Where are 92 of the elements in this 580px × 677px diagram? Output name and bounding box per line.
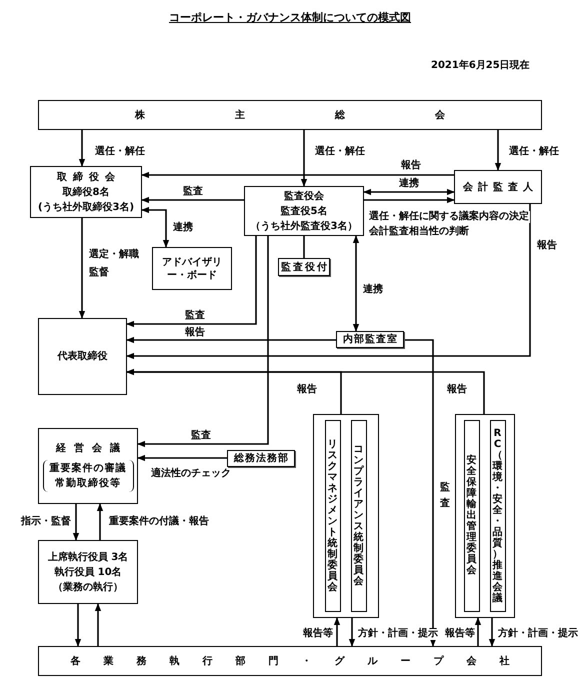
arrow: [96, 503, 104, 540]
org-box: [38, 428, 138, 504]
edge-label: 報告: [536, 240, 558, 252]
org-box: [454, 170, 542, 204]
org-box: [227, 450, 295, 467]
edge-label: 報告: [446, 384, 468, 396]
edge-label: 選任・解任: [314, 146, 366, 158]
arrow: [141, 206, 170, 248]
box-title: 上席執行役員 3名: [48, 550, 128, 564]
committee-box: [490, 420, 506, 612]
arrow: [126, 368, 485, 414]
arrow: [126, 336, 336, 344]
arrow: [141, 172, 454, 178]
committee-box: [464, 420, 480, 612]
group-frame: [455, 414, 515, 618]
arrow: [74, 604, 82, 647]
edge-label: 連携: [172, 222, 194, 234]
edge-label: 報告等: [302, 628, 334, 640]
arrow: [300, 130, 308, 187]
arrow: [78, 130, 86, 167]
arrow: [334, 617, 340, 646]
org-box: [336, 331, 404, 348]
box-title: RC（環境・安全・品質）推進会議: [492, 428, 502, 604]
box-title: 内部監査室: [342, 332, 398, 347]
edge-label: 方針・計画・提示: [357, 628, 439, 640]
org-box: [38, 100, 542, 130]
edge-label: 連携: [362, 284, 384, 296]
connector-line: [303, 236, 305, 258]
edge-label: 報告: [184, 327, 206, 339]
arrow: [126, 204, 531, 360]
edge-label: 監査: [182, 186, 204, 198]
date-note: 2021年6月25日現在: [430, 60, 531, 72]
org-box: [38, 540, 138, 604]
committee-box: [350, 420, 366, 612]
box-title: リスクマネジメント統制委員会: [328, 438, 338, 592]
edge-label: 監査: [190, 430, 212, 442]
edge-label: 監査: [184, 310, 206, 322]
arrow: [364, 196, 455, 204]
edge-label: 選任・解任: [94, 146, 146, 158]
box-text: （業務の執行）: [53, 580, 123, 594]
box-text: 執行役員 10名: [54, 566, 122, 580]
edge-label: 報告: [296, 384, 318, 396]
box-title: 会計監査人: [462, 180, 538, 194]
box-title: 総務法務部: [233, 452, 289, 466]
box-text: 取締役8名: [62, 185, 110, 200]
arrow: [494, 130, 502, 171]
arrow: [363, 188, 455, 196]
box-text: 監査役5名: [280, 204, 328, 218]
box-title: 経営会議: [54, 441, 128, 456]
box-title: 取締役会: [56, 170, 121, 184]
arrow: [352, 235, 360, 332]
edge-label: 適法性のチェック: [150, 468, 232, 480]
box-title: 代表取締役: [58, 349, 108, 364]
org-box: [244, 186, 364, 236]
arrow: [474, 617, 482, 646]
arrow: [126, 236, 257, 328]
box-title: アドバイザリー・ボード: [162, 256, 222, 282]
arrow: [141, 196, 244, 204]
box-title: 株主総会: [134, 108, 535, 122]
note-text: 会計監査相当性の判断: [368, 226, 470, 238]
arrow: [404, 339, 436, 647]
group-frame: [313, 414, 379, 618]
box-text: 重要案件の審議: [50, 461, 126, 476]
note-text: 選任・解任に関する議案内容の決定: [368, 211, 530, 223]
box-title: 監査役付: [280, 260, 329, 274]
arrow: [94, 603, 102, 646]
committee-box: [324, 420, 340, 612]
org-box: [152, 247, 232, 290]
arrow: [137, 236, 269, 448]
arrow: [72, 504, 80, 541]
edge-label: 報告等: [444, 628, 476, 640]
diagram-title: コーポレート・ガバナンス体制についての模式図: [169, 11, 411, 24]
box-text: 常勤取締役等: [55, 476, 121, 490]
box-text: （うち社外監査役3名）: [250, 220, 358, 234]
box-title: 安全保障輸出管理委員会: [466, 455, 476, 576]
edge-label: 方針・計画・提示: [497, 628, 579, 640]
edge-label: 連携: [398, 178, 420, 190]
edge-label: 選任・解任: [508, 146, 560, 158]
box-text: (うち社外取締役3名): [38, 200, 134, 214]
org-box: [38, 646, 542, 676]
arrow: [137, 454, 227, 462]
edge-label: 報告: [400, 160, 422, 172]
arrow: [78, 218, 86, 319]
arrow: [348, 618, 356, 647]
edge-label: 重要案件の付議・報告: [108, 516, 210, 528]
box-title: 監査役会: [284, 190, 324, 204]
box-title: 各業務執行部門・グループ会社: [70, 654, 532, 668]
arrow: [488, 618, 496, 647]
org-box: [38, 318, 127, 395]
org-box: [30, 166, 142, 218]
box-title: コンプライアンス統制委員会: [354, 444, 364, 587]
edge-label: 指示・監督: [20, 516, 72, 528]
